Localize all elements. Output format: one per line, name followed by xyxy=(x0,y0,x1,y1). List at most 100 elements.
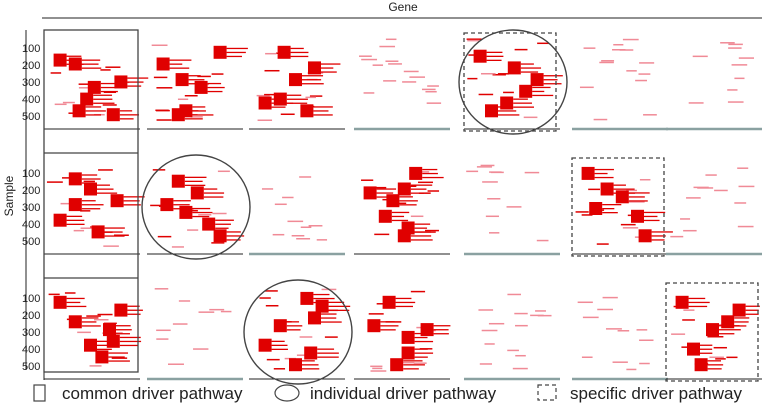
mutation-bar xyxy=(486,59,502,61)
mutation-bar xyxy=(317,356,339,358)
mutation-block xyxy=(382,295,396,309)
mutation-bar xyxy=(515,324,528,327)
legend: common driver pathway individual driver … xyxy=(33,384,742,403)
mutation-bar xyxy=(361,58,378,61)
mutation-bar xyxy=(513,98,528,100)
mutation-bar xyxy=(422,172,438,175)
mutation-bar xyxy=(192,211,213,214)
mutation-bar xyxy=(198,214,212,216)
mutation-bar xyxy=(427,190,440,192)
mutation-bar xyxy=(671,333,686,335)
mutation-bar xyxy=(282,196,294,199)
mutation-block xyxy=(500,96,514,110)
mutation-bar xyxy=(302,79,322,81)
mutation-bar xyxy=(296,354,312,356)
mutation-bar xyxy=(93,102,115,104)
mutation-block xyxy=(401,330,415,344)
mutation-block xyxy=(308,61,321,75)
mutation-bar xyxy=(478,93,494,96)
mutation-block xyxy=(401,346,415,360)
mutation-bar xyxy=(173,200,191,202)
mutation-bar xyxy=(433,333,449,335)
mutation-bar xyxy=(395,297,412,300)
mutation-bar xyxy=(203,188,218,190)
mutation-bar xyxy=(482,181,498,183)
mutation-bar xyxy=(226,231,241,233)
mutation-block xyxy=(687,342,700,356)
mutation-bar xyxy=(309,95,323,97)
mutation-block xyxy=(600,182,614,196)
mutation-block xyxy=(53,295,67,309)
mutation-bar xyxy=(77,331,91,334)
mutation-bar xyxy=(66,215,83,217)
mutation-bar xyxy=(103,91,117,94)
mutation-bar xyxy=(151,44,168,47)
specific-pathway-box xyxy=(665,282,759,382)
mutation-bar xyxy=(613,188,635,190)
mutation-block xyxy=(367,319,381,333)
heatmap-panel xyxy=(147,288,243,381)
y-tick-label: 300 xyxy=(22,327,40,339)
mutation-bar xyxy=(66,223,85,225)
mutation-bar xyxy=(264,93,280,96)
mutation-bar xyxy=(265,304,279,307)
mutation-bar xyxy=(64,292,76,294)
mutation-bar xyxy=(192,106,206,108)
mutation-bar xyxy=(715,358,726,360)
mutation-bar xyxy=(720,42,735,44)
mutation-block xyxy=(273,319,287,333)
mutation-bar xyxy=(220,310,232,313)
mutation-bar xyxy=(207,86,225,89)
mutation-bar xyxy=(188,75,201,77)
mutation-bar xyxy=(286,321,300,323)
mutation-bar xyxy=(266,358,280,361)
mutation-bar xyxy=(328,309,350,311)
mutation-bar xyxy=(97,344,112,346)
mutation-bar xyxy=(686,197,701,199)
individual-pathway-circle xyxy=(141,154,251,260)
mutation-bar xyxy=(184,180,203,182)
y-tick-label: 300 xyxy=(22,77,40,89)
mutation-bar xyxy=(321,321,342,323)
mutation-bar xyxy=(119,114,139,116)
mutation-bar xyxy=(108,352,129,354)
mutation-bar xyxy=(226,235,245,237)
mutation-bar xyxy=(403,368,419,370)
mutation-bar xyxy=(403,360,423,362)
mutation-block xyxy=(277,45,291,59)
mutation-bar xyxy=(328,305,351,307)
heatmap-panel xyxy=(464,164,560,256)
mutation-bar xyxy=(184,118,203,120)
mutation-bar xyxy=(98,169,113,171)
mutation-block xyxy=(378,209,392,223)
mutation-bar xyxy=(104,227,125,229)
mutation-bar xyxy=(414,227,428,229)
y-tick-label: 100 xyxy=(22,43,40,55)
mutation-bar xyxy=(54,103,67,106)
mutation-bar xyxy=(78,83,93,85)
mutation-bar xyxy=(651,231,673,233)
mutation-bar xyxy=(520,63,534,65)
mutation-block xyxy=(175,73,189,87)
mutation-bar xyxy=(116,329,132,331)
mutation-bar xyxy=(81,200,96,202)
mutation-bar xyxy=(543,83,562,85)
mutation-bar xyxy=(372,64,384,66)
mutation-bar xyxy=(321,67,334,69)
mutation-bar xyxy=(66,59,81,61)
mutation-block xyxy=(273,92,287,106)
mutation-bar xyxy=(155,109,169,112)
heatmap-panel xyxy=(249,45,345,130)
mutation-bar xyxy=(193,348,209,350)
mutation-bar xyxy=(478,309,494,311)
mutation-bar xyxy=(116,333,130,335)
mutation-bar xyxy=(476,166,493,168)
mutation-bar xyxy=(85,110,106,112)
mutation-bar xyxy=(271,106,286,108)
mutation-bar xyxy=(486,55,504,57)
mutation-bar xyxy=(391,219,409,222)
mutation-bar xyxy=(188,79,205,81)
mutation-bar xyxy=(620,223,636,226)
specific-pathway-box xyxy=(571,157,665,257)
mutation-bar xyxy=(184,176,207,178)
